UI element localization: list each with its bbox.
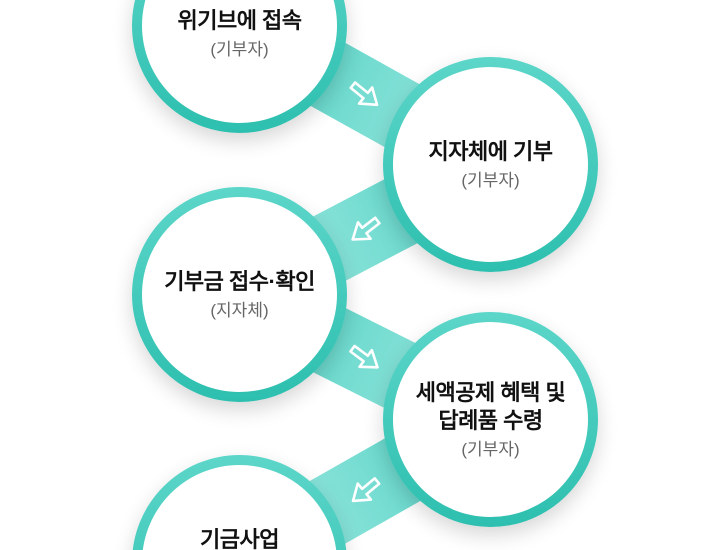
flow-arrow-icon bbox=[351, 216, 381, 241]
step-circle-inner: 위기브에 접속 (기부자) bbox=[142, 0, 337, 123]
step-circle-2: 지자체에 기부 (기부자) bbox=[383, 57, 598, 272]
flow-arrow-icon bbox=[349, 344, 379, 369]
flow-arrow-icon bbox=[349, 81, 379, 107]
step-title: 기부금 접수·확인 bbox=[164, 269, 315, 294]
step-circle-inner: 기금사업 bbox=[142, 465, 337, 550]
flow-arrow-icon bbox=[351, 477, 381, 503]
connector-band bbox=[222, 0, 508, 197]
step-circle-4: 세액공제 혜택 및 답례품 수령 (기부자) bbox=[383, 312, 598, 527]
step-subtitle: (기부자) bbox=[461, 439, 520, 459]
step-circle-1: 위기브에 접속 (기부자) bbox=[132, 0, 347, 133]
step-circle-3: 기부금 접수·확인 (지자체) bbox=[132, 187, 347, 402]
step-title: 세액공제 혜택 및 답례품 수령 bbox=[415, 379, 566, 434]
step-circle-inner: 지자체에 기부 (기부자) bbox=[393, 67, 588, 262]
step-circle-5: 기금사업 bbox=[132, 455, 347, 550]
connector-band bbox=[223, 132, 507, 328]
step-title: 위기브에 접속 bbox=[177, 8, 302, 33]
step-title: 기금사업 bbox=[200, 527, 279, 550]
step-subtitle: (기부자) bbox=[210, 39, 269, 59]
connector-band bbox=[223, 263, 507, 453]
step-subtitle: (기부자) bbox=[461, 170, 520, 190]
connector-band bbox=[222, 388, 508, 550]
step-circle-inner: 세액공제 혜택 및 답례품 수령 (기부자) bbox=[393, 322, 588, 517]
step-subtitle: (지자체) bbox=[210, 300, 269, 320]
step-title: 지자체에 기부 bbox=[428, 139, 553, 164]
step-circle-inner: 기부금 접수·확인 (지자체) bbox=[142, 197, 337, 392]
